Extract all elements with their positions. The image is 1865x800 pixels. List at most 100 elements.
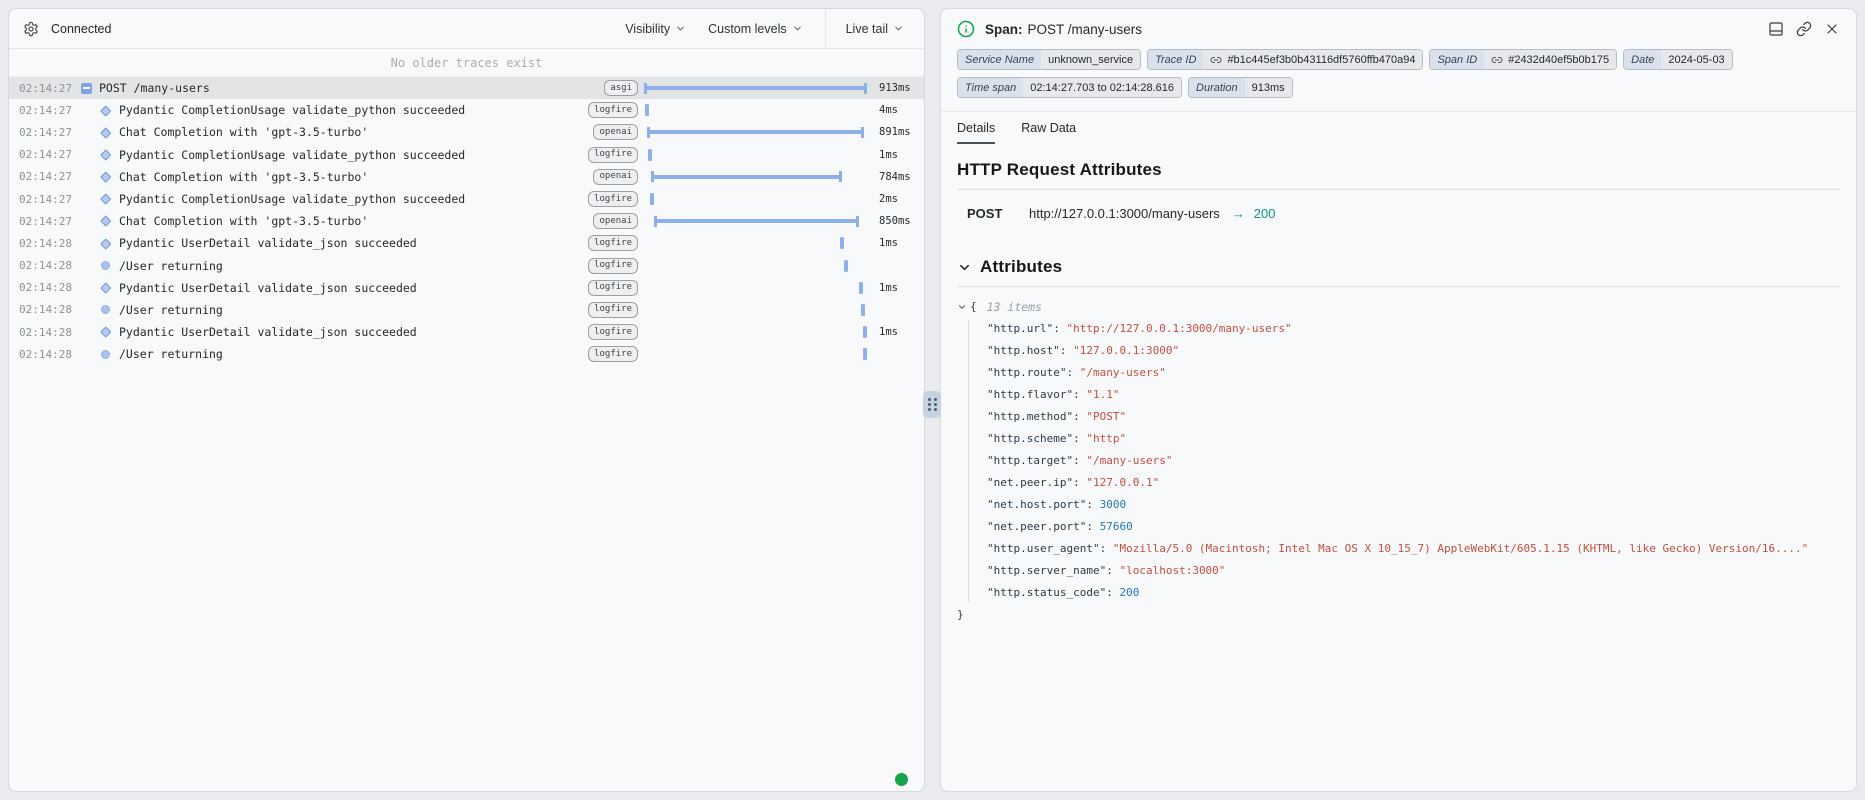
duration-tick bbox=[844, 260, 848, 272]
span-diamond-icon bbox=[101, 195, 119, 203]
span-diamond-icon bbox=[101, 217, 119, 225]
trace-duration-label: 2ms bbox=[867, 193, 924, 205]
trace-row[interactable]: 02:14:27Pydantic CompletionUsage validat… bbox=[9, 99, 924, 121]
badge-value: 02:14:27.703 to 02:14:28.616 bbox=[1023, 78, 1181, 97]
trace-row[interactable]: 02:14:28Pydantic UserDetail validate_jso… bbox=[9, 321, 924, 343]
span-diamond-icon bbox=[101, 284, 119, 292]
trace-list-panel: Connected Visibility Custom levels Live … bbox=[8, 8, 925, 792]
attributes-title: Attributes bbox=[980, 257, 1062, 277]
json-entry: "http.scheme": "http" bbox=[987, 428, 1840, 450]
span-meta-badge: Service Nameunknown_service bbox=[957, 49, 1141, 70]
json-key: "http.user_agent" bbox=[987, 542, 1100, 555]
trace-timestamp: 02:14:28 bbox=[19, 237, 81, 250]
trace-timestamp: 02:14:27 bbox=[19, 193, 81, 206]
json-value: "http://127.0.0.1:3000/many-users" bbox=[1066, 322, 1291, 335]
trace-row[interactable]: 02:14:28/User returninglogfire bbox=[9, 343, 924, 365]
attributes-section-toggle[interactable]: Attributes bbox=[957, 257, 1840, 277]
trace-message: /User returning bbox=[119, 303, 584, 317]
json-collapse-icon[interactable] bbox=[957, 302, 967, 312]
copy-link-icon[interactable] bbox=[1796, 21, 1812, 37]
visibility-dropdown[interactable]: Visibility bbox=[625, 22, 686, 36]
badge-label: Time span bbox=[958, 78, 1023, 97]
duration-tick bbox=[863, 326, 867, 338]
span-meta-badge: Trace ID#b1c445ef3b0b43116df5760ffb470a9… bbox=[1147, 49, 1423, 70]
panel-layout-icon[interactable] bbox=[1768, 21, 1784, 37]
trace-row[interactable]: 02:14:27Chat Completion with 'gpt-3.5-tu… bbox=[9, 121, 924, 143]
scope-badge: logfire bbox=[588, 235, 638, 251]
log-circle-icon bbox=[101, 350, 119, 359]
trace-duration-bar bbox=[644, 232, 867, 254]
link-icon[interactable] bbox=[1210, 54, 1222, 66]
duration-tick bbox=[648, 149, 652, 161]
json-value: "POST" bbox=[1086, 410, 1126, 423]
scope-badge: logfire bbox=[588, 280, 638, 296]
trace-row[interactable]: 02:14:27Chat Completion with 'gpt-3.5-tu… bbox=[9, 210, 924, 232]
json-value: 3000 bbox=[1100, 498, 1127, 511]
trace-row[interactable]: 02:14:27Pydantic CompletionUsage validat… bbox=[9, 144, 924, 166]
span-meta-badge: Date2024-05-03 bbox=[1623, 49, 1733, 70]
trace-row[interactable]: 02:14:28 Pydantic UserDetail validate_jso… bbox=[9, 277, 924, 299]
json-entry: "http.user_agent": "Mozilla/5.0 (Macinto… bbox=[987, 538, 1840, 560]
trace-row[interactable]: 02:14:28 Pydantic UserDetail validate_jso… bbox=[9, 232, 924, 254]
trace-row[interactable]: 02:14:27POST /many-usersasgi913ms bbox=[9, 77, 924, 99]
trace-timestamp: 02:14:28 bbox=[19, 281, 81, 294]
json-items-count: 13 items bbox=[987, 296, 1042, 318]
http-request-summary: POST http://127.0.0.1:3000/many-users → … bbox=[967, 206, 1840, 221]
trace-message: Chat Completion with 'gpt-3.5-turbo' bbox=[119, 125, 584, 139]
trace-duration-bar bbox=[644, 144, 867, 166]
trace-row[interactable]: 02:14:27Chat Completion with 'gpt-3.5-tu… bbox=[9, 166, 924, 188]
trace-timestamp: 02:14:27 bbox=[19, 148, 81, 161]
close-icon[interactable] bbox=[1824, 21, 1840, 37]
scope-badge: logfire bbox=[588, 258, 638, 274]
trace-row[interactable]: 02:14:28/User returninglogfire bbox=[9, 299, 924, 321]
trace-duration-label: 1ms bbox=[867, 282, 924, 294]
chevron-down-icon bbox=[957, 260, 972, 275]
duration-bar bbox=[654, 219, 859, 223]
json-close-brace: } bbox=[957, 604, 1840, 626]
arrow-right-icon: → bbox=[1232, 206, 1245, 221]
detail-tabs: Details Raw Data bbox=[957, 121, 1840, 144]
trace-duration-label: 1ms bbox=[867, 149, 924, 161]
trace-message: /User returning bbox=[119, 259, 584, 273]
trace-duration-bar bbox=[644, 343, 867, 365]
settings-gear-icon[interactable] bbox=[23, 21, 39, 37]
tab-details[interactable]: Details bbox=[957, 121, 995, 144]
trace-message: Pydantic UserDetail validate_json succee… bbox=[119, 281, 584, 295]
duration-tick bbox=[650, 193, 654, 205]
tab-raw-data[interactable]: Raw Data bbox=[1021, 121, 1076, 144]
trace-message: Pydantic UserDetail validate_json succee… bbox=[119, 236, 584, 250]
live-tail-dropdown[interactable]: Live tail bbox=[846, 22, 904, 36]
json-value: 200 bbox=[1119, 586, 1139, 599]
http-method: POST bbox=[967, 206, 1029, 221]
trace-message: Pydantic CompletionUsage validate_python… bbox=[119, 103, 584, 117]
json-key: "net.peer.port" bbox=[987, 520, 1086, 533]
trace-message: Chat Completion with 'gpt-3.5-turbo' bbox=[119, 170, 584, 184]
trace-message: POST /many-users bbox=[99, 81, 584, 95]
json-entry: "http.host": "127.0.0.1:3000" bbox=[987, 340, 1840, 362]
scope-badge: logfire bbox=[588, 324, 638, 340]
link-icon[interactable] bbox=[1491, 54, 1503, 66]
trace-row[interactable]: 02:14:28/User returninglogfire bbox=[9, 255, 924, 277]
badge-value-text: #2432d40ef5b0b175 bbox=[1508, 54, 1609, 66]
duration-bar bbox=[644, 86, 867, 90]
span-meta-badge: Span ID#2432d40ef5b0b175 bbox=[1429, 49, 1617, 70]
chevron-down-icon bbox=[792, 23, 803, 34]
panel-resize-handle[interactable] bbox=[923, 391, 941, 418]
http-url: http://127.0.0.1:3000/many-users bbox=[1029, 206, 1220, 221]
badge-value-text: unknown_service bbox=[1048, 54, 1133, 66]
scope-badge: logfire bbox=[588, 191, 638, 207]
attributes-json-tree: { 13 items "http.url": "http://127.0.0.1… bbox=[957, 296, 1840, 626]
span-name: POST /many-users bbox=[1028, 22, 1143, 37]
badge-value: 2024-05-03 bbox=[1661, 50, 1731, 69]
trace-row-list: 02:14:27POST /many-usersasgi913ms02:14:2… bbox=[9, 77, 924, 365]
scope-badge-column: openai bbox=[584, 124, 638, 140]
collapse-toggle-icon[interactable] bbox=[81, 83, 99, 94]
json-entry: "http.route": "/many-users" bbox=[987, 362, 1840, 384]
chevron-down-icon bbox=[675, 23, 686, 34]
trace-row[interactable]: 02:14:27Pydantic CompletionUsage validat… bbox=[9, 188, 924, 210]
trace-duration-label: 4ms bbox=[867, 104, 924, 116]
scope-badge: logfire bbox=[588, 102, 638, 118]
custom-levels-dropdown[interactable]: Custom levels bbox=[708, 22, 803, 36]
json-value: "1.1" bbox=[1086, 388, 1119, 401]
json-entry: "http.server_name": "localhost:3000" bbox=[987, 560, 1840, 582]
